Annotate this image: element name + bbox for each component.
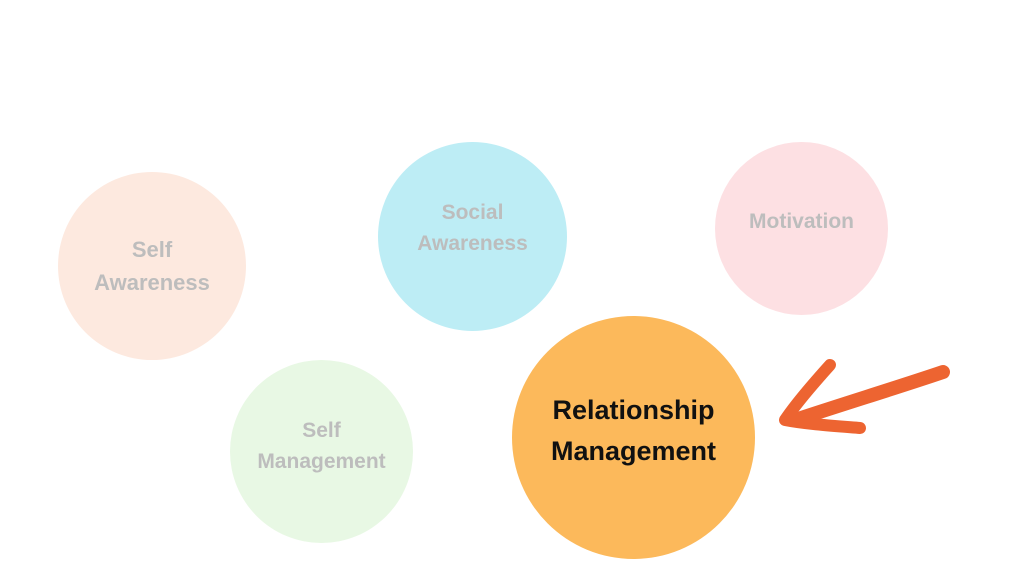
bubble-label-line: Motivation xyxy=(749,210,854,233)
arrow-shaft xyxy=(788,365,950,427)
bubble-social-awareness: Social Awareness xyxy=(378,142,567,331)
bubble-label-line: Self xyxy=(131,237,173,262)
bubble-self-management: Self Management xyxy=(230,360,413,543)
bubble-label-line: Awareness xyxy=(417,231,528,255)
bubble-label-line: Awareness xyxy=(94,270,210,295)
bubble-relationship-management: Relationship Management xyxy=(512,316,755,559)
bubble-label-line: Management xyxy=(257,449,386,473)
bubble-label-line: Relationship xyxy=(552,394,715,425)
bubble-self-awareness: Self Awareness xyxy=(58,172,246,360)
bubble-motivation: Motivation xyxy=(715,142,888,315)
arrow-head xyxy=(779,359,866,434)
bubble-label-line: Social xyxy=(441,200,504,224)
bubble-label-line: Management xyxy=(550,435,717,466)
bubble-label-line: Self xyxy=(302,418,341,442)
